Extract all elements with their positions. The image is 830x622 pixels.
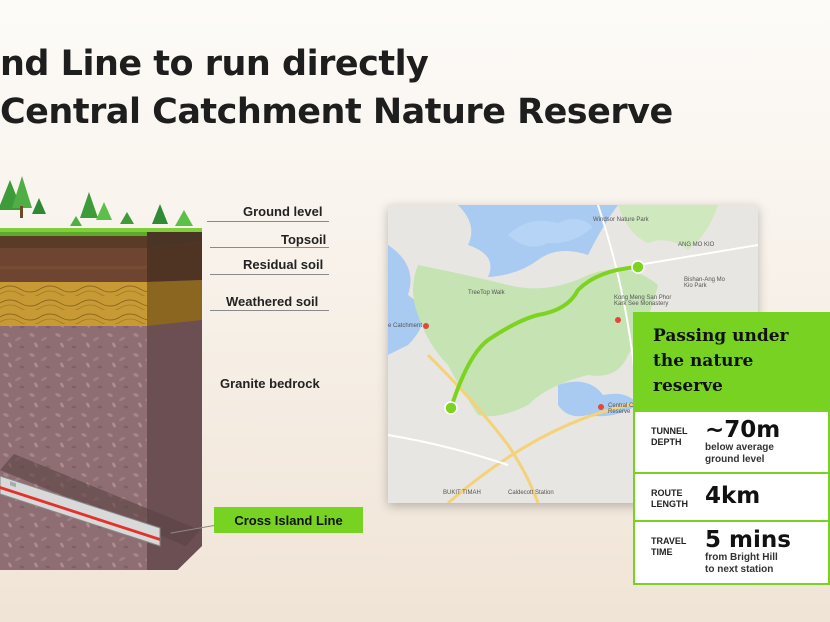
label-weathered-soil: Weathered soil (226, 294, 319, 309)
route-end-marker (631, 260, 645, 274)
travel-time-sub-2: to next station (705, 564, 774, 575)
route-start-marker (444, 401, 458, 415)
leader-line-ground (207, 221, 329, 222)
map-label-bishan-park: Bishan-Ang Mo Kio Park (684, 277, 726, 289)
map-label-treetop: TreeTop Walk (468, 290, 505, 296)
map-label-caldecott: Caldecott Station (508, 490, 554, 496)
label-topsoil: Topsoil (281, 232, 327, 247)
title-line-1: nd Line to run directly (0, 44, 429, 84)
map-label-nature-park: Windsor Nature Park (593, 217, 649, 223)
title-line-2: Central Catchment Nature Reserve (0, 92, 673, 132)
leader-line-weathered (210, 310, 329, 311)
label-residual-soil: Residual soil (243, 257, 324, 272)
route-map[interactable]: Windsor Nature Park e Catchment TreeTop … (388, 205, 758, 503)
leader-line-residual (210, 274, 329, 275)
train-tunnel (0, 454, 200, 547)
page-title: nd Line to run directly Central Catchmen… (0, 40, 673, 136)
travel-time-value: 5 mins (705, 527, 791, 553)
tunnel-depth-sub-2: ground level (705, 454, 765, 465)
label-ground-level: Ground level (243, 204, 323, 219)
travel-time-sub-1: from Bright Hill (705, 552, 778, 563)
route-length-value: 4km (705, 483, 761, 509)
soil-strata-diagram (0, 176, 202, 570)
label-granite-bedrock: Granite bedrock (220, 376, 320, 391)
map-label-ang-mo-kio: ANG MO KIO (678, 242, 715, 248)
cross-island-line-label: Cross Island Line (214, 507, 363, 533)
map-label-bukit-timah: BUKIT TIMAH (443, 490, 481, 496)
tunnel-depth-sub-1: below average (705, 442, 774, 453)
leader-line-topsoil (210, 247, 329, 248)
route-line (449, 265, 640, 410)
map-label-kong-meng: Kong Meng San Phor Kark See Monastery (614, 295, 672, 307)
heading-line-3: reserve (653, 376, 723, 396)
tunnel-depth-value: ~70m (705, 417, 781, 443)
heading-line-1: Passing under (653, 326, 789, 346)
map-label-catchment: e Catchment (388, 323, 423, 329)
tree-icons (0, 176, 193, 226)
heading-line-2: the nature (653, 351, 754, 371)
info-heading: Passing under the nature reserve (635, 314, 828, 410)
